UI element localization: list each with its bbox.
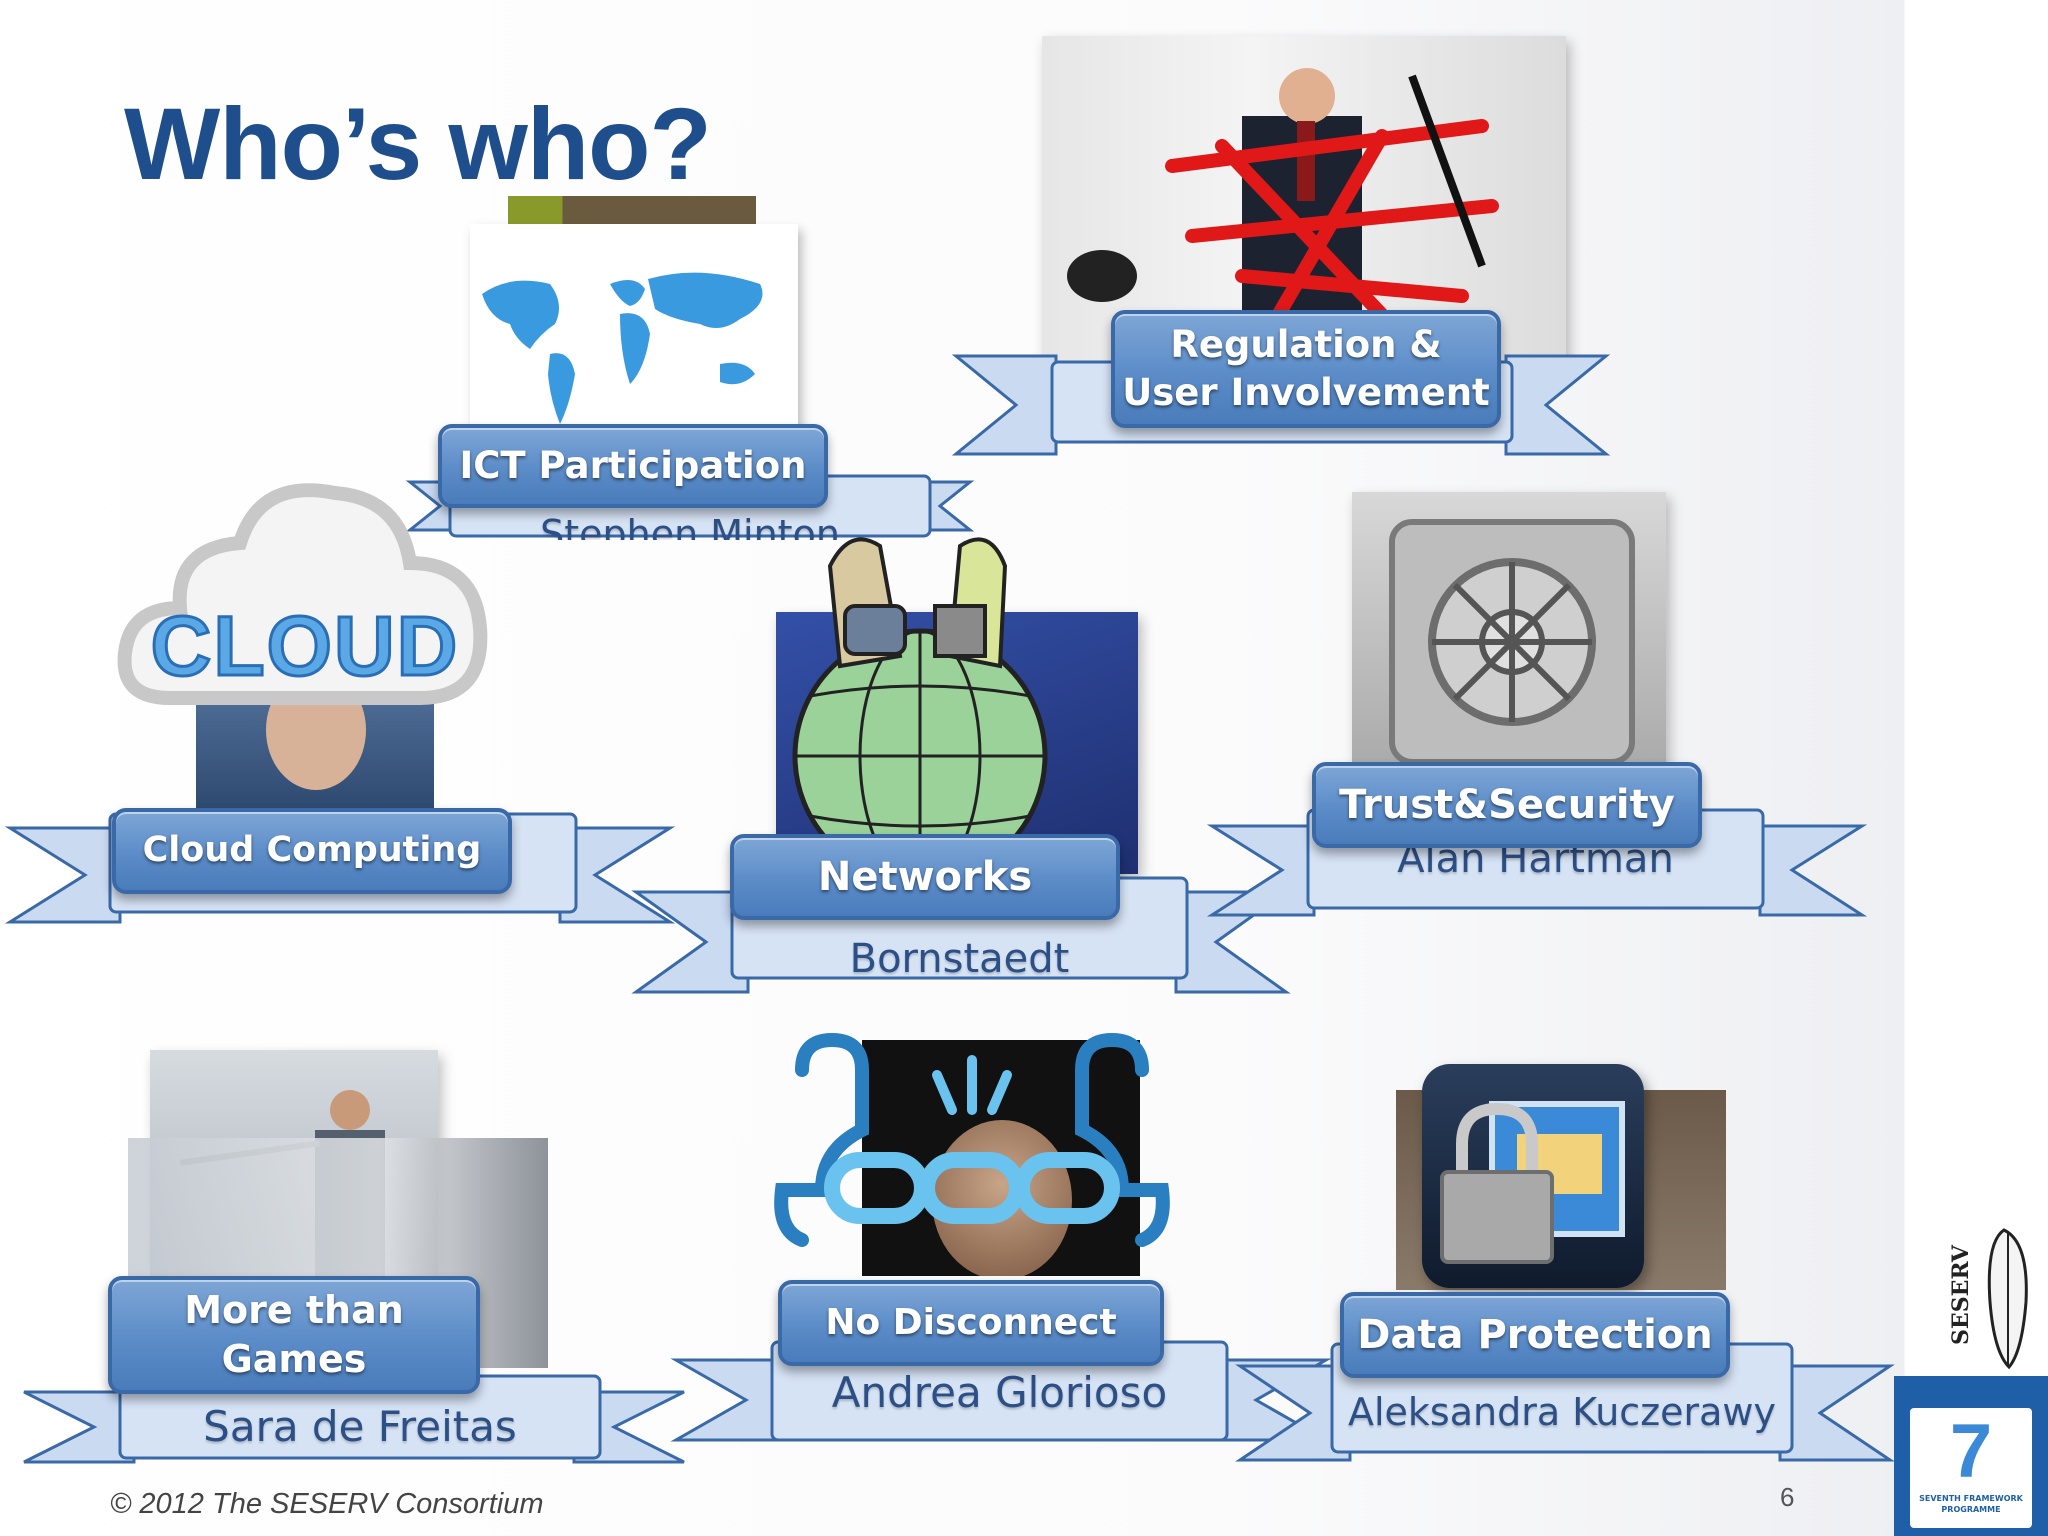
name-bornstaedt: Bornstaedt [849,936,1070,982]
banner-networks: Bornstaedt Networks [631,832,1291,1002]
fp7-logo: 7 SEVENTH FRAMEWORK PROGRAMME [1894,1376,2048,1536]
globe-clipart [750,526,1090,856]
label-games-line1: More than [184,1287,404,1332]
label-regulation-line2: User Involvement [1122,371,1490,414]
label-data-protection: Data Protection [1340,1292,1730,1378]
name-andrea-glorioso: Andrea Glorioso [831,1368,1168,1417]
label-cloud-computing: Cloud Computing [112,808,512,894]
label-networks: Networks [730,834,1120,920]
banner-cloud-computing: Cloud Computing [4,800,676,930]
label-regulation: Regulation & User Involvement [1111,310,1501,428]
vault-image [1352,492,1666,782]
seserv-logo-text: SESERV [1948,1245,1974,1345]
name-stephen-minton: Stephen Minton [540,512,840,540]
banner-trust-security: Alan Hartman Trust&Security [1206,760,1868,925]
world-map-image-card [470,224,798,450]
cloud-image-text: CLOUD [149,598,460,695]
banner-regulation: Regulation & User Involvement [951,306,1611,466]
person-photo-cloud [196,700,434,808]
data-protection-icon [1422,1064,1644,1288]
fp7-seven-icon: 7 [1949,1409,1993,1494]
label-games-line2: Games [221,1337,367,1381]
fp7-text-line1: SEVENTH FRAMEWORK [1919,1494,2023,1503]
seserv-logo: SESERV [1934,1222,2044,1372]
disconnect-chain-icon [762,1030,1182,1260]
world-map-image [508,196,756,224]
label-ict-participation: ICT Participation [438,424,828,508]
cloud-image: CLOUD [110,468,500,758]
label-more-than-games: More than Games [108,1276,480,1394]
slide-title: Who’s who? [124,87,712,201]
footer-copyright: © 2012 The SESERV Consortium [110,1488,544,1520]
banner-no-disconnect: Andrea Glorioso No Disconnect [670,1276,1332,1452]
banner-data-protection: Aleksandra Kuczerawy Data Protection [1235,1290,1895,1470]
fp7-text-line2: PROGRAMME [1941,1505,2001,1514]
label-trust-security: Trust&Security [1312,762,1702,848]
page-number: 6 [1780,1482,1795,1512]
label-no-disconnect: No Disconnect [778,1280,1164,1366]
banner-more-than-games: Sara de Freitas More than Games [23,1272,685,1472]
banner-ict-participation: Stephen Minton ICT Participation [405,420,975,570]
name-sara-de-freitas: Sara de Freitas [203,1402,517,1451]
name-aleksandra-kuczerawy: Aleksandra Kuczerawy [1347,1390,1777,1434]
label-regulation-line1: Regulation & [1170,322,1442,366]
